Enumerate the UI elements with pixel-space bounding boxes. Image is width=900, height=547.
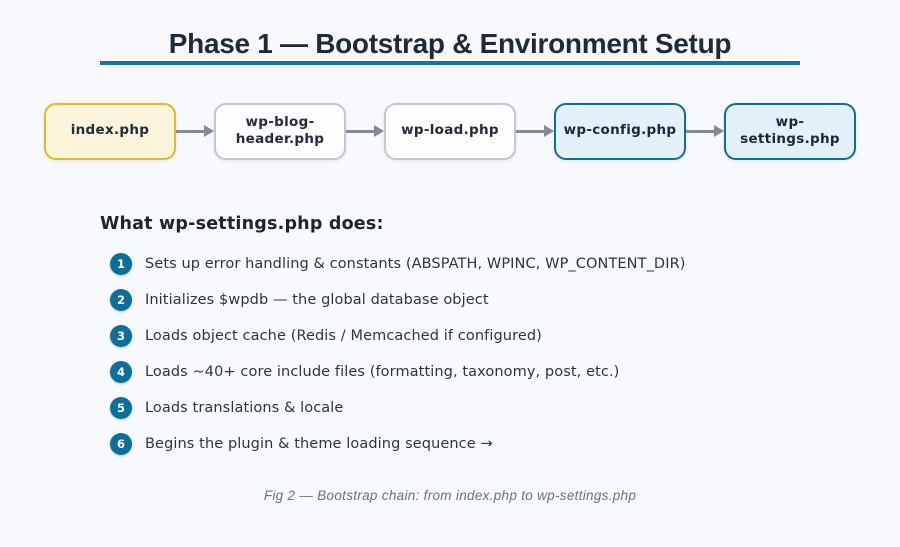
- flow-node-wp-load-php: wp-load.php: [384, 102, 516, 160]
- arrow-line: [516, 129, 544, 133]
- list-item-text: Loads ~40+ core include files (formattin…: [145, 363, 620, 380]
- arrow-line: [346, 129, 374, 133]
- step-number-badge: 5: [110, 396, 132, 419]
- list-item: 6 Begins the plugin & theme loading sequ…: [110, 432, 900, 455]
- step-number-badge: 4: [110, 360, 132, 383]
- arrow-right-icon: [686, 125, 724, 138]
- numbered-list: 1 Sets up error handling & constants (AB…: [100, 252, 900, 455]
- arrow-line: [176, 129, 204, 133]
- list-item: 1 Sets up error handling & constants (AB…: [110, 252, 900, 275]
- diagram-canvas: Phase 1 — Bootstrap & Environment Setup …: [0, 27, 900, 547]
- step-number-badge: 6: [110, 432, 132, 455]
- arrow-right-icon: [346, 125, 384, 138]
- flow-node-wp-settings-php: wp-settings.php: [724, 102, 856, 160]
- step-number-badge: 3: [110, 324, 132, 347]
- list-item: 3 Loads object cache (Redis / Memcached …: [110, 324, 900, 347]
- flow-node-index-php: index.php: [44, 102, 176, 160]
- arrow-head: [204, 125, 214, 138]
- figure-caption: Fig 2 — Bootstrap chain: from index.php …: [263, 487, 637, 503]
- list-item: 5 Loads translations & locale: [110, 396, 900, 419]
- arrow-head: [374, 125, 384, 138]
- list-item-text: Loads translations & locale: [145, 399, 344, 416]
- arrow-line: [686, 129, 714, 133]
- step-number-badge: 1: [110, 252, 132, 275]
- wp-settings-details-section: What wp-settings.php does: 1 Sets up err…: [100, 214, 900, 455]
- arrow-head: [544, 125, 554, 138]
- list-item-text: Sets up error handling & constants (ABSP…: [145, 255, 686, 272]
- list-item-text: Initializes $wpdb — the global database …: [145, 291, 489, 308]
- flow-node-wp-config-php: wp-config.php: [554, 102, 686, 160]
- list-item-text: Loads object cache (Redis / Memcached if…: [145, 327, 542, 344]
- list-item: 4 Loads ~40+ core include files (formatt…: [110, 360, 900, 383]
- arrow-right-icon: [176, 125, 214, 138]
- arrow-head: [714, 125, 724, 138]
- section-heading: What wp-settings.php does:: [100, 213, 384, 234]
- bootstrap-flowchart: index.php wp-blog-header.php wp-load.php…: [0, 102, 900, 160]
- page-title: Phase 1 — Bootstrap & Environment Setup: [168, 28, 732, 59]
- flow-node-wp-blog-header-php: wp-blog-header.php: [214, 102, 346, 160]
- step-number-badge: 2: [110, 288, 132, 311]
- list-item-text: Begins the plugin & theme loading sequen…: [145, 435, 493, 452]
- list-item: 2 Initializes $wpdb — the global databas…: [110, 288, 900, 311]
- title-underline: [100, 60, 800, 65]
- arrow-right-icon: [516, 125, 554, 138]
